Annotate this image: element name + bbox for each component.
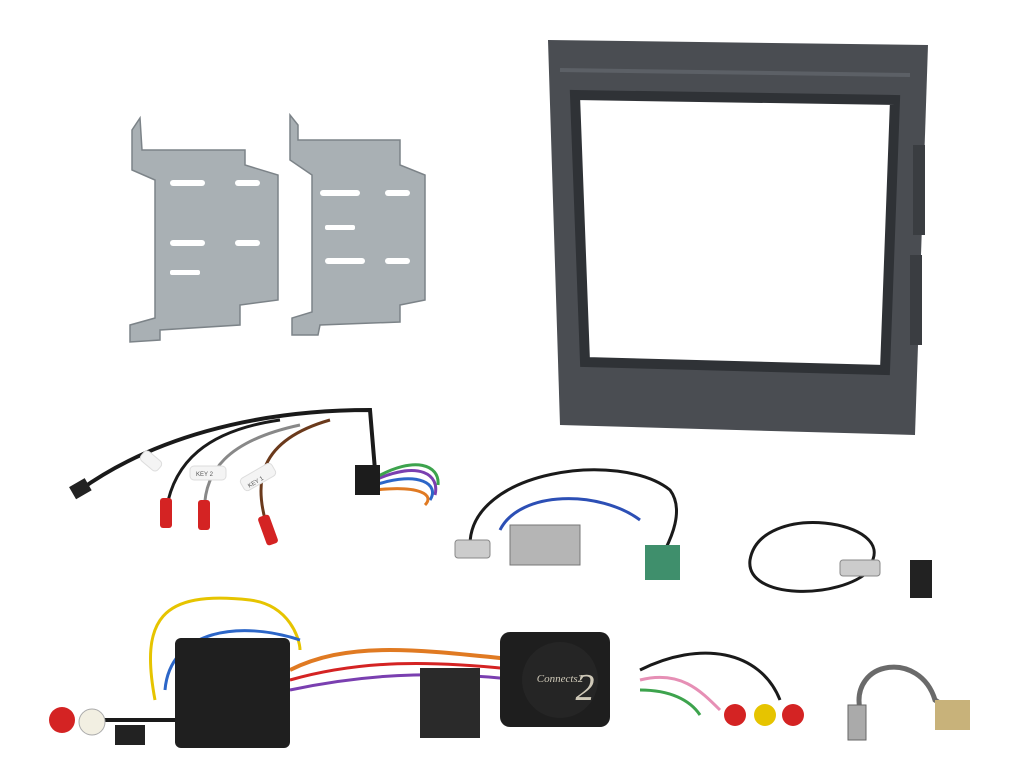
main-wiring-harness <box>49 596 804 748</box>
usb-fakra-adapter <box>847 664 970 741</box>
wire-tag-key2: KEY 2 <box>196 472 214 478</box>
antenna-lead <box>748 521 932 598</box>
mounting-bracket-left <box>129 115 279 343</box>
steering-interface-box: 2 Connects2 <box>500 632 610 727</box>
double-din-fascia <box>548 40 928 435</box>
steering-wire-harness <box>69 407 440 546</box>
interface-logo: Connects2 <box>537 673 584 685</box>
mounting-bracket-right <box>289 112 426 336</box>
interface-logo-numeral: 2 <box>576 667 595 709</box>
antenna-adapter <box>454 468 680 580</box>
